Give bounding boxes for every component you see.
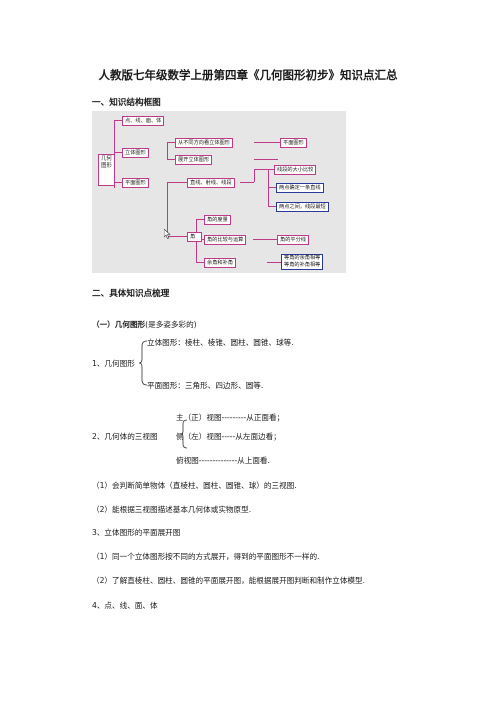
connector	[196, 262, 204, 263]
node-views: 从不同方向看立体图形	[175, 138, 233, 148]
connector	[196, 219, 204, 220]
connector	[167, 159, 175, 160]
side-view-text: 侧（左）视图-----从左面边看；	[176, 432, 281, 441]
connector	[114, 152, 122, 153]
paragraph-4: （2）了解直棱柱、圆柱、圆锥的平面展开图，能根据展开图判断和制作立体模型.	[92, 576, 366, 585]
connector	[114, 182, 122, 183]
connector	[268, 206, 276, 207]
node-planefig: 平面图形	[280, 138, 307, 148]
node-angle-bisector: 角的平分线	[277, 235, 309, 245]
section1-heading: 一、知识结构框图	[92, 98, 161, 108]
item3-label: 3、立体图形的平面展开图	[92, 528, 181, 537]
connector	[167, 182, 168, 236]
brace-icon	[180, 419, 188, 449]
connector	[167, 236, 187, 237]
node-two-points-shortest: 两点之间，线段最短	[276, 202, 329, 212]
solid-figures-text: 立体图形：棱柱、棱锥、圆柱、圆锥、球等.	[147, 338, 294, 347]
top-view-text: 俯视图--------------从上面看.	[176, 456, 270, 465]
brace-icon	[138, 340, 148, 386]
node-measure: 线段的大小比较	[274, 165, 317, 175]
node-complementary: 余角和补角	[204, 258, 236, 268]
connector	[254, 159, 278, 160]
node-unfold: 展开立体图形	[175, 155, 213, 165]
plane-figures-text: 平面图形：三角形、四边形、圆等.	[147, 381, 264, 390]
item4-label: 4、点、线、面、体	[92, 601, 158, 610]
connector	[167, 142, 168, 159]
connector	[114, 120, 122, 121]
subsection-note: (是多姿多彩的)	[145, 320, 197, 329]
connector	[254, 169, 255, 182]
node-angle: 角	[187, 232, 202, 242]
node-equal-angles: 等角的余角相等 等角的补角相等	[281, 254, 324, 270]
front-view-text: 主（正）视图---------从正面看；	[176, 413, 285, 422]
mouse-cursor-icon	[164, 229, 171, 239]
node-plane: 平面图形	[122, 178, 149, 188]
node-equal-comp: 等角的余角相等	[284, 255, 321, 261]
node-equal-supp: 等角的补角相等	[284, 262, 321, 268]
paragraph-2: （2）能根据三视图描述基本几何体或实物原型.	[92, 505, 252, 514]
section2-heading: 二、具体知识点梳理	[92, 289, 170, 299]
node-root: 几何图形	[98, 154, 115, 186]
subsection-geometric-figures: （一）几何图形(是多姿多彩的)	[92, 312, 197, 331]
paragraph-3: （1）同一个立体图形按不同的方式展开，得到的平面图形不一样的.	[92, 552, 320, 561]
node-two-points-line: 两点确定一条直线	[276, 183, 324, 193]
node-angle-compare: 角的比较与运算	[204, 235, 247, 245]
knowledge-structure-diagram: 几何图形 点、线、面、体 立体图形 平面图形 从不同方向看立体图形 展开立体图形…	[92, 111, 346, 273]
connector	[267, 262, 281, 263]
connector	[240, 182, 254, 183]
subsection-label: （一）几何图形	[92, 320, 146, 329]
item1-label: 1、几何图形	[92, 359, 135, 368]
page-title: 人教版七年级数学上册第四章《几何图形初步》知识点汇总	[98, 68, 398, 82]
connector	[253, 239, 277, 240]
connector	[254, 169, 274, 170]
node-lines: 直线、射线、线段	[187, 178, 235, 188]
item2-label: 2、几何体的三视图	[92, 432, 158, 441]
paragraph-1: （1）会判断简单物体（直棱柱、圆柱、圆锥、球）的三视图.	[92, 481, 297, 490]
connector	[254, 142, 280, 143]
connector	[268, 187, 276, 188]
connector	[167, 182, 187, 183]
node-angle-measure: 角的度量	[204, 215, 231, 225]
node-solid: 立体图形	[122, 148, 149, 158]
connector	[167, 142, 175, 143]
node-points-lines: 点、线、面、体	[122, 116, 165, 126]
